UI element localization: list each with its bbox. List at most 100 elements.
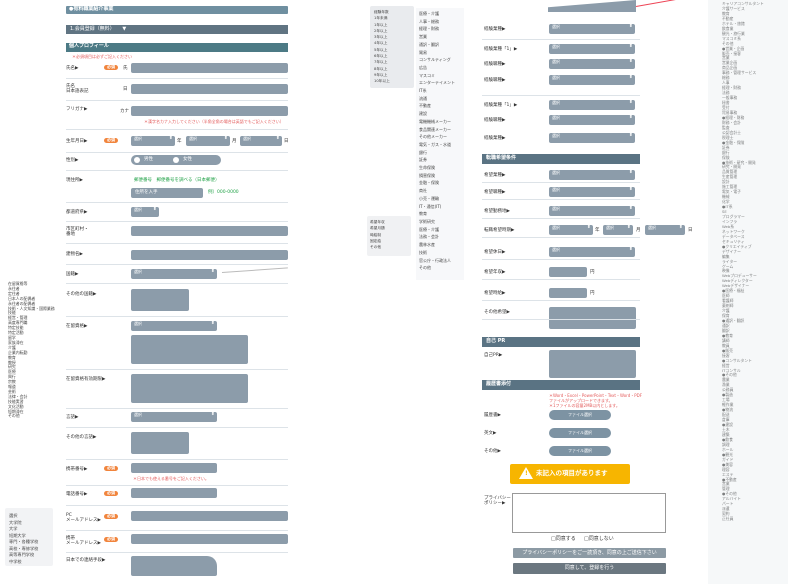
phone-input[interactable]	[131, 463, 217, 473]
list-item: 電気・電子	[722, 189, 741, 195]
list-item: Webデザイナー	[722, 283, 750, 289]
file-select-button[interactable]: ファイル選択	[549, 446, 611, 456]
visa-select[interactable]: 選択	[131, 321, 217, 331]
list-item: 建設	[419, 111, 427, 117]
list-item: 機械	[722, 194, 730, 200]
list-item: 経営	[722, 362, 730, 368]
hope-day-select[interactable]: 選択	[645, 225, 685, 235]
gender-toggle[interactable]: 男性 女性	[131, 155, 221, 165]
pc-mail-input[interactable]	[131, 511, 288, 521]
pr-section-header: 自己 PR	[482, 337, 640, 347]
lang-select[interactable]: 選択	[131, 412, 217, 422]
visa-label: 在留資格▶	[66, 324, 88, 329]
pref-select[interactable]: 選択	[131, 207, 159, 217]
name-en-input[interactable]	[131, 84, 288, 94]
pr-textarea[interactable]	[549, 350, 636, 378]
list-item: ●教育	[722, 332, 733, 338]
visa-expire-input[interactable]	[131, 374, 248, 403]
career-row-select[interactable]: 選択	[549, 133, 635, 143]
list-item: プログラマー	[722, 213, 745, 219]
required-note: ＊必須項目は必ずご記入ください	[72, 54, 132, 59]
list-item: 貿易	[419, 49, 427, 55]
required-badge: 必須	[104, 64, 118, 70]
mobile-mail-input[interactable]	[131, 534, 288, 544]
list-item: 8年以上	[374, 66, 388, 71]
hope-row-select[interactable]: 選択	[549, 170, 635, 180]
list-item: 一般事務	[722, 95, 738, 101]
visa-textarea[interactable]	[131, 335, 248, 364]
list-item: IT・通信(IT)	[419, 203, 442, 209]
name-input[interactable]	[131, 63, 288, 73]
nation-select[interactable]: 選択	[131, 269, 217, 279]
city-input[interactable]	[131, 226, 288, 236]
hope-year-select[interactable]: 選択	[549, 225, 593, 235]
hope-row-select[interactable]: 選択	[549, 247, 635, 257]
radio-female-icon[interactable]	[173, 157, 179, 163]
hope-row-select[interactable]: 選択	[549, 187, 635, 197]
list-item: 販売・接客	[722, 50, 741, 56]
list-item: ●物流	[722, 407, 733, 413]
pointer-line	[221, 267, 288, 273]
hope-row-select[interactable]: 選択	[549, 206, 635, 216]
list-item: アルバイト	[722, 496, 741, 502]
career-row-select[interactable]: 選択	[549, 44, 635, 54]
pc-mail-label: PC メールアドレス▶	[66, 513, 101, 524]
yen-label: 円	[590, 291, 595, 296]
career-row-select[interactable]: 選択	[549, 115, 635, 125]
plan-selector[interactable]: 1.会員登録（無料） ▼	[66, 25, 288, 34]
list-item: 法務	[722, 90, 730, 96]
list-item: 税理士	[722, 134, 734, 140]
career-row-select[interactable]: 選択	[549, 24, 635, 34]
mobile-mail-label: 携帯 メールアドレス▶	[66, 536, 101, 547]
list-item: 不動産	[722, 15, 734, 21]
lang-other-input[interactable]	[131, 432, 189, 454]
birth-year-select[interactable]: 選択	[131, 136, 175, 146]
list-item: 経験年数	[374, 10, 389, 14]
furigana-input[interactable]	[131, 106, 288, 116]
disagree-checkbox[interactable]: □同意しない	[584, 536, 614, 542]
list-item: ●飲食	[722, 436, 733, 442]
privacy-submit-button[interactable]: プライバシーポリシーをご一読頂き、同意の上ご送信下さい	[513, 548, 666, 558]
zip-button[interactable]: 住所を入手	[131, 188, 203, 198]
hope-month-select[interactable]: 選択	[603, 225, 633, 235]
birth-day-select[interactable]: 選択	[240, 136, 282, 146]
nation-other-input[interactable]	[131, 289, 189, 311]
career-row-select[interactable]: 選択	[549, 75, 635, 85]
list-item: 管理	[722, 486, 730, 492]
career-row-select[interactable]: 選択	[549, 59, 635, 69]
privacy-box[interactable]	[512, 493, 666, 533]
hope-salary-input[interactable]	[549, 267, 587, 277]
list-item: ホテル・旅館	[722, 20, 745, 26]
list-item: 工場	[722, 397, 730, 403]
pr-label: 自己PR▶	[484, 353, 503, 358]
list-item: 研究・開発	[722, 164, 741, 170]
doc-row-label: 英文▶	[484, 431, 497, 436]
list-item: 大学院	[9, 519, 22, 525]
gender-label: 性別▶	[66, 158, 79, 163]
file-select-button[interactable]: ファイル選択	[549, 410, 611, 420]
radio-male-icon[interactable]	[134, 157, 140, 163]
zip-search-link[interactable]: 郵便番号 郵便番号を調べる（日本郵便）	[134, 178, 220, 183]
tel-input[interactable]	[131, 488, 217, 498]
bldg-input[interactable]	[131, 250, 288, 260]
list-item: その他	[419, 265, 431, 271]
furigana-note: ＊漢字名カナ入力してください（半角全角の場合は英語でもご記入ください）	[144, 119, 284, 124]
warning-text: 未記入の項目があります	[536, 469, 608, 477]
list-item: ●クリエイティブ	[722, 243, 752, 249]
chevron-down-icon: ▼	[122, 26, 127, 32]
hope-other-textarea[interactable]	[549, 307, 636, 329]
address-label: 現住所▶	[66, 178, 83, 183]
register-button[interactable]: 同意して、登録を行う	[513, 563, 666, 574]
list-item: ●通訳・翻訳	[722, 318, 745, 323]
agree-checkbox[interactable]: □同意する	[551, 536, 576, 542]
list-item: 短期滞在	[8, 408, 24, 414]
list-item: 飲食業	[722, 25, 734, 31]
contact-input[interactable]	[131, 556, 217, 576]
list-item: 農林水産	[419, 242, 435, 248]
file-select-button[interactable]: ファイル選択	[549, 428, 611, 438]
birth-month-select[interactable]: 選択	[186, 136, 230, 146]
hope-salary-input[interactable]	[549, 288, 587, 298]
list-item: 理容	[722, 466, 730, 472]
career-row-select[interactable]: 選択	[549, 100, 635, 110]
list-item: IT系	[419, 88, 427, 94]
